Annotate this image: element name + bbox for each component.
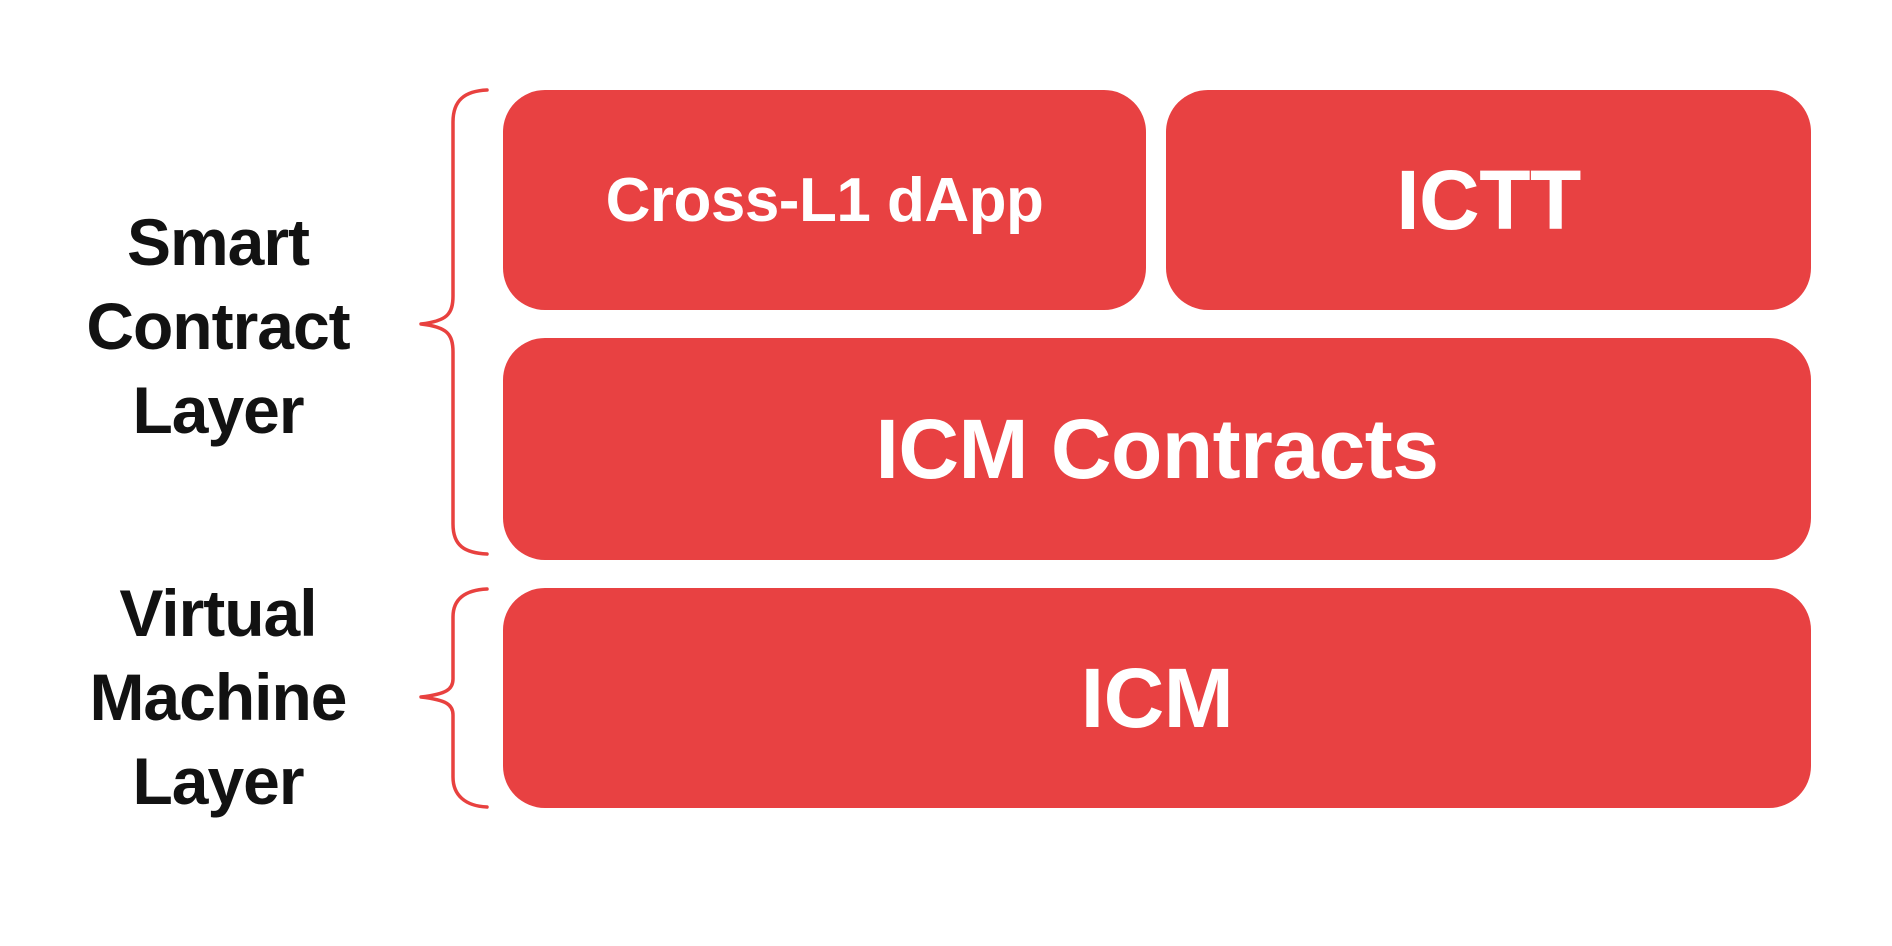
smart-contract-layer-label: Smart Contract Layer [18,200,418,452]
virtual-machine-brace [419,587,489,809]
ictt-box: ICTT [1166,90,1811,310]
virtual-machine-layer-label: Virtual Machine Layer [18,571,418,823]
label-line: Contract [86,289,350,363]
label-line: Smart [126,205,310,279]
icm-contracts-box-label: ICM Contracts [875,401,1439,496]
label-line: Virtual [119,576,317,650]
label-line: Layer [132,744,304,818]
icm-box: ICM [503,588,1811,808]
label-line: Layer [132,373,304,447]
label-line: Machine [89,660,347,734]
cross-l1-dapp-box: Cross-L1 dApp [503,90,1146,310]
icm-contracts-box: ICM Contracts [503,338,1811,560]
smart-contract-brace [419,88,489,556]
cross-l1-dapp-box-label: Cross-L1 dApp [605,165,1044,235]
ictt-box-label: ICTT [1396,152,1581,247]
icm-box-label: ICM [1080,650,1234,745]
